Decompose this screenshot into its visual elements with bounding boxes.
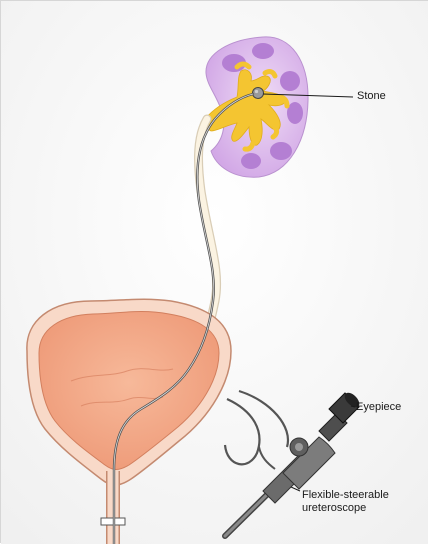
ureteroscope-illustration — [112, 92, 360, 544]
pyramid — [270, 142, 292, 160]
bladder-illustration — [26, 298, 232, 544]
kidney-illustration — [204, 36, 309, 178]
scope-leader-line — [290, 486, 301, 492]
eyepiece-leader-line — [350, 405, 356, 408]
pyramid — [287, 102, 303, 124]
stone-leader-line — [262, 93, 354, 98]
pyramid — [280, 71, 300, 91]
pyramid — [252, 43, 274, 59]
kidney-stone-icon — [252, 87, 264, 99]
eyepiece-label: Eyepiece — [356, 401, 402, 413]
pyramid — [241, 153, 261, 169]
ureteroscope-label: Flexible-steerable ureteroscope — [302, 489, 389, 514]
renal-pelvis — [204, 69, 286, 146]
stone-label: Stone — [357, 90, 386, 102]
